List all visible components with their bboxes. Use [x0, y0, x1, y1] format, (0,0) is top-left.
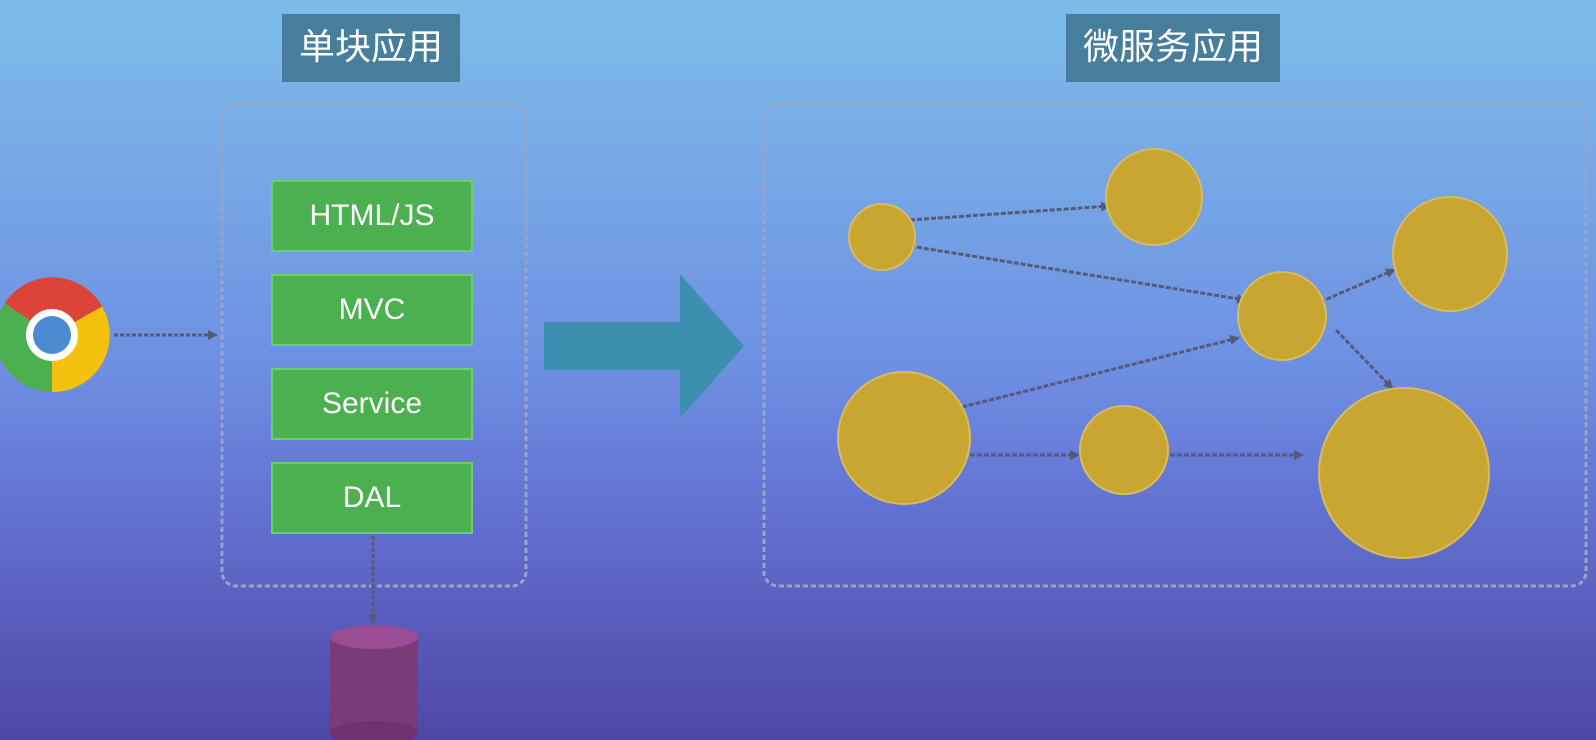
layer-service: Service — [271, 368, 473, 440]
layer-mvc: MVC — [271, 274, 473, 346]
layer-html-js: HTML/JS — [271, 180, 473, 252]
service-edge — [909, 244, 1247, 304]
right-arrow-icon — [544, 274, 744, 418]
service-edge — [909, 201, 1111, 222]
monolith-container — [220, 102, 528, 588]
service-edge — [1319, 268, 1396, 304]
service-node — [1079, 405, 1169, 495]
service-nodes — [837, 148, 1508, 559]
microservices-title: 微服务应用 — [1066, 14, 1280, 82]
database-cylinder-icon — [330, 625, 418, 740]
layer-dal: DAL — [271, 462, 473, 534]
service-node — [837, 371, 971, 505]
service-node — [1105, 148, 1203, 246]
service-node — [1318, 387, 1490, 559]
monolith-title: 单块应用 — [282, 14, 460, 82]
microservices-container — [762, 102, 1588, 588]
chrome-browser-icon — [0, 277, 110, 393]
service-node — [848, 203, 916, 271]
service-edge — [961, 335, 1240, 409]
service-connections — [909, 201, 1396, 460]
service-node — [1237, 271, 1327, 361]
service-edge — [1334, 328, 1394, 390]
service-node — [1392, 196, 1508, 312]
